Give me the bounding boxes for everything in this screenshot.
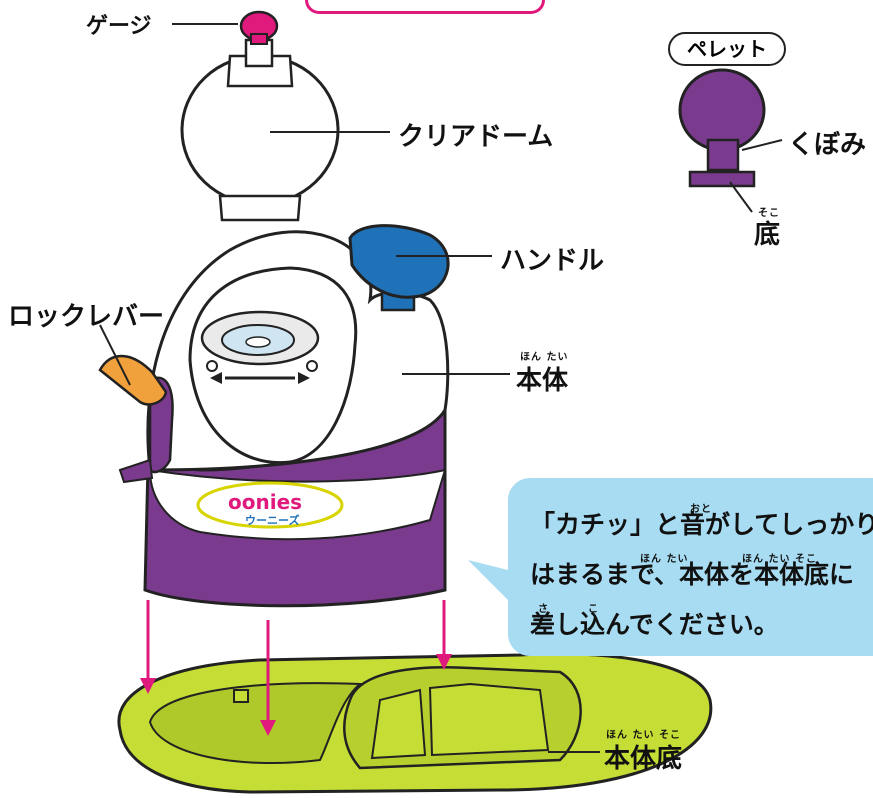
handle-label: ハンドル [500, 246, 605, 276]
callout-line-3: 差し込んでください。 [530, 610, 779, 639]
bottom-ruby: そこ [758, 208, 780, 219]
base-label: 本体底 [604, 744, 683, 774]
body-ruby: ほん たい [520, 352, 569, 363]
logo-caption: ウーニーズ [245, 514, 300, 527]
callout-ruby-hontai-2: ほん たい そこ [742, 554, 817, 565]
leader-lines [99, 23, 783, 753]
callout-ruby-oto: おと [690, 504, 712, 515]
clear-dome-part [180, 10, 340, 222]
logo-word: oonies [228, 490, 303, 514]
callout-line-1: 「カチッ」と音がしてしっかり [530, 510, 873, 539]
callout-text: 「カチッ」と音がしてしっかり はまるまで、本体を本体底に 差し込んでください。 [530, 500, 873, 650]
bottom-label: 底 [754, 220, 781, 250]
lock-lever-label: ロックレバー [8, 302, 165, 332]
handle-part [348, 224, 450, 312]
dent-label: くぼみ [788, 130, 867, 160]
body-label: 本体 [516, 366, 569, 396]
callout-ruby-ko: こ [588, 604, 599, 615]
callout-ruby-sa: さ [538, 604, 549, 615]
main-body [143, 230, 450, 608]
callout-bubble [468, 478, 873, 656]
pellet-title: ペレット [668, 32, 786, 66]
callout-ruby-hontai-1: ほん たい [640, 554, 689, 565]
base-ruby: ほん たい そこ [606, 730, 681, 741]
pellet-part [678, 68, 766, 188]
base-part [117, 652, 713, 794]
lock-lever-part [98, 354, 174, 484]
insert-arrows [140, 600, 452, 736]
clear-dome-label: クリアドーム [398, 122, 554, 152]
gauge-label: ゲージ [86, 14, 152, 39]
callout-line-2: はまるまで、本体を本体底に [530, 560, 855, 589]
